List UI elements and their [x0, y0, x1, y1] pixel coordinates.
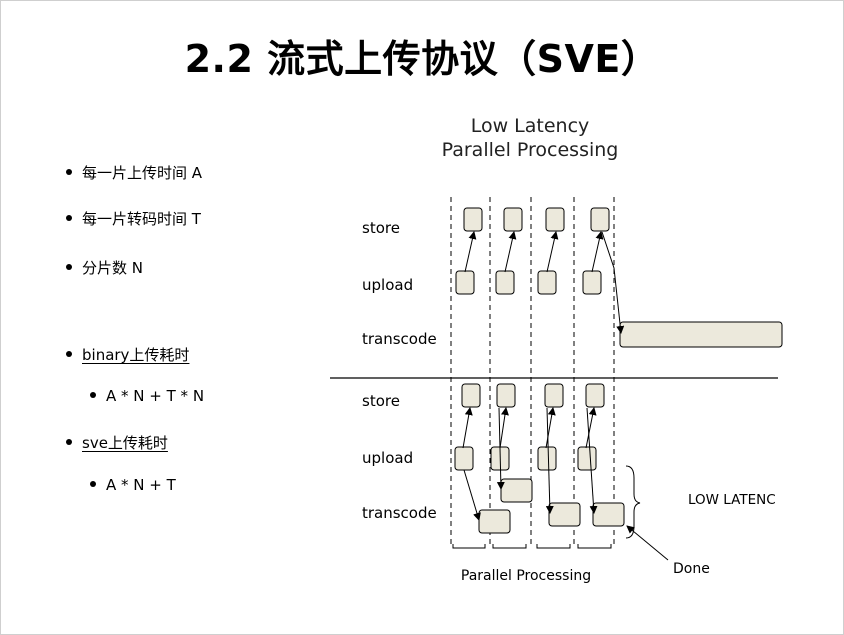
arrow [586, 407, 598, 514]
row-label-upload: upload [362, 449, 413, 467]
bullet-dot [66, 263, 72, 270]
arrow [464, 231, 477, 273]
bullet-item-sve-formula: A * N + T [90, 476, 176, 494]
arrow [496, 407, 505, 490]
bullet-item-binary-cost: binary上传耗时 [66, 344, 189, 365]
bullet-item-slice-count: 分片数 N [66, 257, 143, 278]
row-labels-bottom: store upload transcode [362, 392, 437, 522]
bullet-text: sve上传耗时 [82, 434, 168, 452]
transcode-long-block [619, 321, 783, 348]
bottom-parallel-blocks [454, 383, 625, 534]
done-arrow [626, 525, 669, 561]
store-block [545, 207, 565, 232]
low-latency-label: LOW LATENC [688, 492, 776, 508]
upload-block [455, 270, 475, 295]
bracket [452, 544, 486, 549]
bullet-dot [90, 480, 96, 487]
heading-line-2: Parallel Processing [442, 139, 619, 161]
bullet-text: binary上传耗时 [82, 346, 190, 364]
bullet-text: 每一片转码时间 T [82, 210, 201, 228]
store-block [585, 383, 605, 408]
store-block [503, 207, 523, 232]
bullet-dot [66, 350, 72, 357]
arrow [463, 469, 481, 521]
transcode-block [548, 502, 581, 527]
slide-title: 2.2 流式上传协议（SVE） [184, 37, 660, 81]
transcode-block [500, 478, 533, 503]
bullet-item-sve-cost: sve上传耗时 [66, 432, 168, 453]
store-block [590, 207, 610, 232]
arrow [545, 407, 556, 449]
upload-block [495, 270, 515, 295]
upload-block [537, 446, 557, 471]
upload-block [454, 446, 474, 471]
heading-line-1: Low Latency [471, 115, 590, 137]
row-label-transcode: transcode [362, 504, 437, 522]
parallel-brackets [452, 544, 612, 549]
bullet-item-upload-time: 每一片上传时间 A [66, 162, 202, 183]
transcode-block [478, 509, 511, 534]
store-block [496, 383, 516, 408]
row-label-store: store [362, 219, 400, 237]
row-label-upload: upload [362, 276, 413, 294]
arrow [591, 231, 604, 273]
row-label-store: store [362, 392, 400, 410]
arrow [504, 231, 517, 273]
arrow [546, 231, 559, 273]
store-block [463, 207, 483, 232]
bullet-dot [90, 391, 96, 398]
arrow [545, 407, 554, 514]
arrow [499, 407, 509, 449]
arrow [462, 407, 473, 449]
bullet-dot [66, 168, 72, 175]
bottom-arrows [462, 407, 598, 521]
row-label-transcode: transcode [362, 330, 437, 348]
bracket [536, 544, 571, 549]
upload-block [582, 270, 602, 295]
arrow [585, 407, 597, 449]
arrow [601, 231, 625, 334]
bracket [492, 544, 527, 549]
bullet-dot [66, 214, 72, 221]
bullet-text: 分片数 N [82, 259, 143, 277]
upload-block [577, 446, 597, 471]
bullet-item-binary-formula: A * N + T * N [90, 387, 204, 405]
bullet-text: A * N + T * N [106, 387, 205, 405]
store-block [461, 383, 481, 408]
bullet-dot [66, 438, 72, 445]
bullet-item-transcode-time: 每一片转码时间 T [66, 208, 201, 229]
top-sequential-blocks [455, 207, 783, 348]
row-labels-top: store upload transcode [362, 219, 437, 348]
store-block [544, 383, 564, 408]
upload-block [537, 270, 557, 295]
done-label: Done [673, 561, 710, 577]
bullet-text: 每一片上传时间 A [82, 164, 203, 182]
transcode-block [592, 502, 625, 527]
parallel-processing-label: Parallel Processing [461, 568, 591, 584]
top-arrows [464, 231, 625, 334]
bullet-text: A * N + T [106, 476, 176, 494]
bracket [577, 544, 612, 549]
diagram-heading: Low Latency Parallel Processing [442, 115, 619, 161]
